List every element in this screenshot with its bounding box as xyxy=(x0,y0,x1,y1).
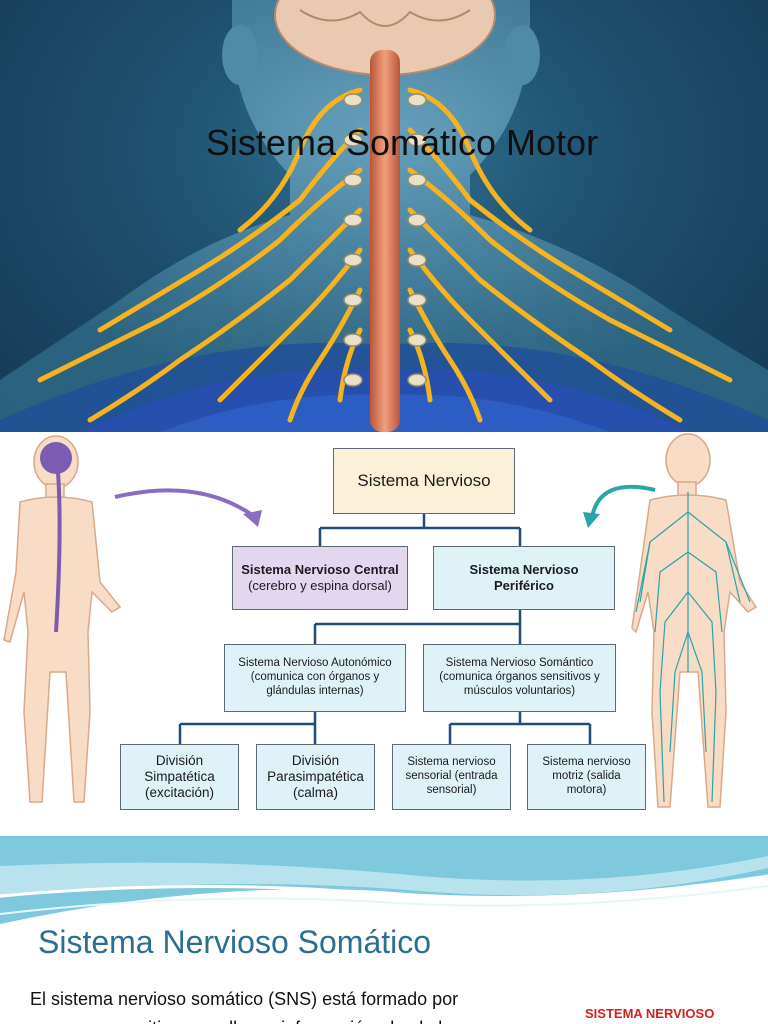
slide-3-body: El sistema nervioso somático (SNS) está … xyxy=(30,985,550,1024)
slide-1-title: Sistema Somático Motor xyxy=(205,122,599,163)
box-division-simpatetica: División Simpatética (excitación) xyxy=(120,744,239,810)
box-label: Sistema Nervioso Autonómico xyxy=(238,657,392,670)
box-sublabel: (comunica órganos sensitivos y músculos … xyxy=(439,671,600,697)
box-sublabel: (calma) xyxy=(292,785,338,801)
left-body-figure xyxy=(3,435,122,803)
box-label: División Parasimpatética xyxy=(267,752,364,784)
box-label: Sistema Nervioso Somántico xyxy=(445,657,594,670)
box-sistema-nervioso-motriz: Sistema nervioso motriz (salida motora) xyxy=(527,744,646,810)
box-sistema-nervioso-central: Sistema Nervioso Central (cerebro y espi… xyxy=(232,546,408,610)
box-sistema-nervioso-somatico: Sistema Nervioso Somántico (comunica órg… xyxy=(423,644,616,712)
box-sistema-nervioso-periferico: Sistema Nervioso Periférico xyxy=(433,546,615,610)
box-sistema-nervioso: Sistema Nervioso xyxy=(333,448,515,514)
body-line-2: neuronas sensitivas que llevan informaci… xyxy=(30,1014,550,1024)
box-sistema-nervioso-sensorial: Sistema nervioso sensorial (entrada sens… xyxy=(392,744,511,810)
box-sistema-nervioso-autonomico: Sistema Nervioso Autonómico (comunica co… xyxy=(224,644,406,712)
box-label: División Simpatética xyxy=(144,752,215,784)
box-sublabel: (excitación) xyxy=(144,785,215,801)
teal-arrow xyxy=(590,484,656,518)
slide-3 xyxy=(0,836,768,1024)
box-sublabel: (comunica con órganos y glándulas intern… xyxy=(250,671,380,697)
purple-arrow xyxy=(114,488,257,519)
right-nerves xyxy=(635,492,751,803)
wave-banner xyxy=(0,836,768,924)
slide-2-org-chart: Sistema Nervioso Sistema Nervioso Centra… xyxy=(0,432,768,836)
body-line-1: El sistema nervioso somático (SNS) está … xyxy=(30,989,459,1009)
box-label: Sistema nervioso motriz (salida motora) xyxy=(542,756,631,796)
slide-1: Sistema Somático Motor xyxy=(0,0,768,432)
sistema-nervioso-logo: SISTEMA NERVIOSO xyxy=(585,1006,715,1021)
box-label: Sistema Nervioso Periférico xyxy=(469,562,579,593)
box-label: Sistema nervioso sensorial (entrada sens… xyxy=(405,756,498,796)
box-sublabel: (cerebro y espina dorsal) xyxy=(248,578,392,593)
box-division-parasimpatetica: División Parasimpatética (calma) xyxy=(256,744,375,810)
box-label: Sistema Nervioso xyxy=(357,470,491,490)
org-chart-decorations xyxy=(3,433,758,808)
chart-connectors xyxy=(178,514,592,744)
slide-3-title: Sistema Nervioso Somático xyxy=(38,924,432,960)
right-body-figure xyxy=(631,433,758,808)
spine-nerves-illustration xyxy=(0,0,768,432)
box-label: Sistema Nervioso Central xyxy=(241,562,399,578)
left-brain xyxy=(40,442,72,474)
